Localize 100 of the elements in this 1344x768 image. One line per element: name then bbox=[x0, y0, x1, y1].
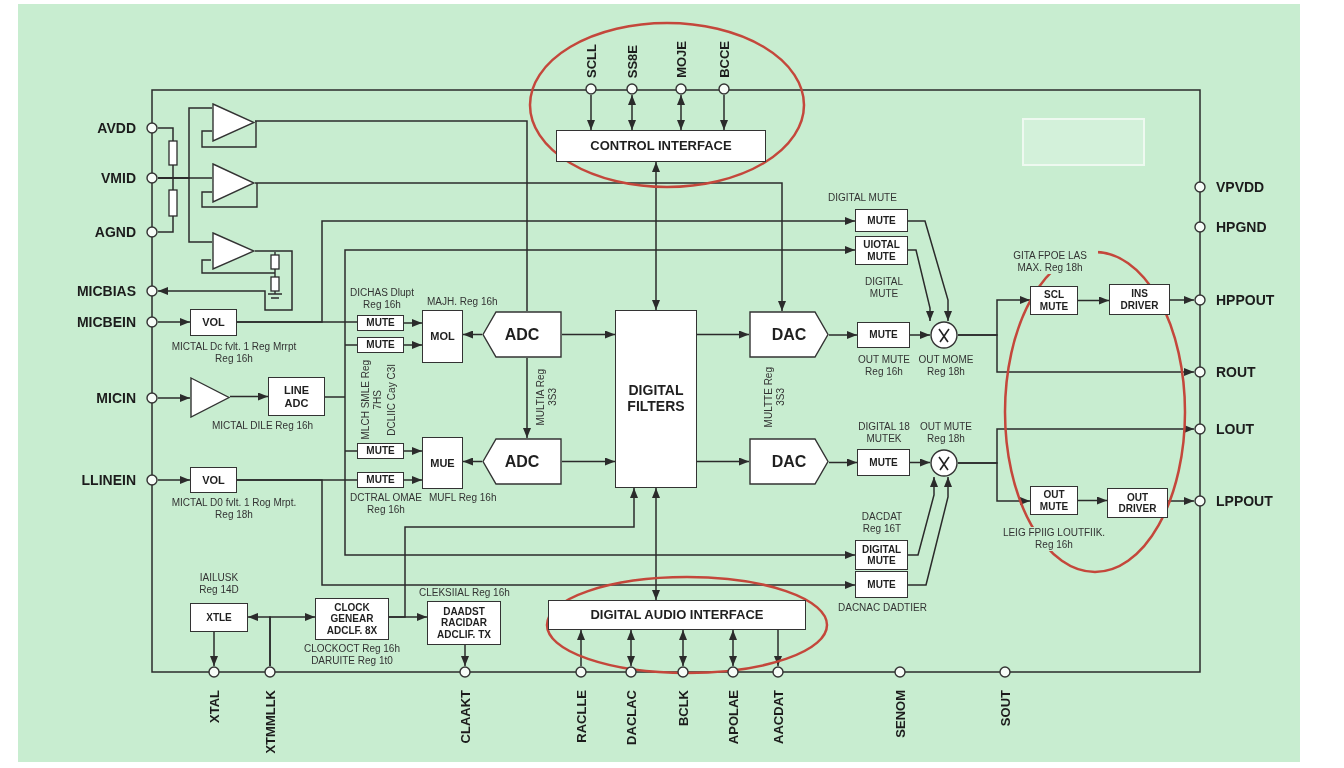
pin-label: BCLK bbox=[675, 690, 691, 727]
block-caption: DIGITAL MUTE bbox=[828, 192, 897, 204]
signal-line bbox=[344, 450, 358, 452]
pin-label: HPPOUT bbox=[1216, 292, 1275, 308]
signal-arrow bbox=[157, 476, 191, 484]
pin-label: AACDAT bbox=[770, 690, 786, 744]
pin-label: SENOM bbox=[892, 690, 908, 738]
signal-arrow bbox=[388, 487, 638, 618]
signal-arrow bbox=[1169, 296, 1195, 304]
signal-arrow bbox=[236, 217, 856, 323]
signal-arrow bbox=[254, 182, 786, 312]
signal-arrow bbox=[1077, 296, 1110, 305]
interface-block: CONTROL INTERFACE bbox=[556, 130, 766, 162]
signal-line bbox=[157, 127, 174, 179]
signal-arrow bbox=[720, 94, 728, 131]
signal-arrow bbox=[269, 613, 316, 667]
pin-label: APOLAE bbox=[725, 690, 741, 745]
signal-arrow bbox=[403, 319, 423, 327]
signal-arrow bbox=[907, 249, 934, 322]
annotation-text: DIGITAL MUTE bbox=[863, 276, 905, 300]
block-label: DAC bbox=[771, 325, 807, 344]
signal-arrow bbox=[696, 330, 750, 339]
bidirectional-arrow bbox=[679, 629, 687, 667]
pin-label: LPPOUT bbox=[1216, 493, 1273, 509]
pin-label: MICBIAS bbox=[76, 283, 136, 299]
clock-block: DAADST RACIDAR ADCLIF. TX bbox=[427, 601, 501, 645]
signal-arrow bbox=[229, 392, 269, 401]
signal-arrow bbox=[909, 458, 931, 467]
block-label: ADC bbox=[504, 452, 540, 471]
signal-arrow bbox=[344, 450, 856, 559]
block-caption: DCTRAL OMAE Reg 16h bbox=[348, 492, 424, 516]
pin-label: HPGND bbox=[1216, 219, 1267, 235]
pin-label: VMID bbox=[101, 170, 136, 186]
signal-line bbox=[254, 120, 528, 312]
pin-label: VPVDD bbox=[1216, 179, 1265, 195]
pin-label: CLAAKT bbox=[457, 690, 473, 744]
pin-label: LLINEIN bbox=[81, 472, 136, 488]
mute-block: MUTE bbox=[857, 449, 910, 476]
signal-arrow bbox=[561, 330, 616, 339]
signal-arrow bbox=[236, 479, 856, 589]
signal-arrow bbox=[909, 331, 931, 339]
signal-arrow bbox=[1077, 496, 1108, 505]
pin-label: MICBEIN bbox=[76, 314, 136, 330]
block-label: DAC bbox=[771, 452, 807, 471]
pin-label: RACLLE bbox=[573, 690, 589, 743]
signal-arrow bbox=[157, 250, 293, 311]
block-caption: MAJH. Reg 16h bbox=[427, 296, 498, 308]
signal-arrow bbox=[344, 246, 856, 346]
signal-arrow bbox=[403, 447, 423, 455]
signal-arrow bbox=[907, 220, 952, 322]
signal-arrow bbox=[157, 318, 191, 326]
pin-label: MICIN bbox=[96, 390, 136, 406]
signal-arrow bbox=[957, 334, 1195, 376]
signal-arrow bbox=[577, 629, 585, 667]
pin-label: AVDD bbox=[97, 120, 136, 136]
signal-arrow bbox=[1167, 497, 1195, 505]
signal-arrow bbox=[957, 462, 1031, 505]
mute-block: UIOTAL MUTE bbox=[855, 236, 908, 265]
pin-label: LOUT bbox=[1216, 421, 1255, 437]
bidirectional-arrow bbox=[677, 94, 685, 131]
signal-arrow bbox=[907, 476, 938, 556]
signal-arrow bbox=[774, 629, 782, 667]
signal-arrow bbox=[462, 330, 483, 339]
signal-arrow bbox=[157, 394, 191, 402]
bidirectional-arrow bbox=[652, 161, 660, 311]
pin-label: AGND bbox=[94, 224, 136, 240]
pin-label: DACLAC bbox=[623, 690, 639, 745]
mute-block: MUTE bbox=[357, 443, 404, 459]
mute-block: MUTE bbox=[857, 322, 910, 348]
pin-label: SOUT bbox=[997, 690, 1013, 727]
mute-block: DIGITAL MUTE bbox=[855, 540, 908, 570]
block-caption: DACNAC DADTIER bbox=[838, 602, 927, 614]
signal-arrow bbox=[561, 457, 616, 466]
pin-label: SCLL bbox=[583, 44, 599, 78]
annotation-text: MLCH SMLE Reg 7HS bbox=[360, 360, 384, 440]
annotation-text: MULTIA Reg 3S3 bbox=[535, 367, 559, 428]
mute-block: MUTE bbox=[357, 472, 404, 488]
signal-arrow bbox=[210, 631, 218, 667]
mute-block: MUTE bbox=[357, 337, 404, 353]
bidirectional-arrow bbox=[729, 629, 737, 667]
mute-block: MUTE bbox=[855, 571, 908, 598]
signal-arrow bbox=[462, 457, 483, 466]
volume-block: VOL bbox=[190, 467, 237, 493]
driver-block: INS DRIVER bbox=[1109, 284, 1170, 315]
volume-block: VOL bbox=[190, 309, 237, 336]
mute-block: MUTE bbox=[357, 315, 404, 331]
signal-arrow bbox=[461, 644, 469, 667]
block-caption: CLEKSIIAL Reg 16h bbox=[419, 587, 510, 599]
signal-arrow bbox=[828, 458, 858, 467]
signal-line bbox=[344, 396, 346, 452]
mixer-block: MUE bbox=[422, 437, 463, 489]
bidirectional-arrow bbox=[627, 629, 635, 667]
block-label: ADC bbox=[504, 325, 540, 344]
signal-arrow bbox=[403, 341, 423, 349]
block-caption: DICHAS Dlupt Reg 16h bbox=[347, 287, 417, 311]
annotation-text: DCLIIC Cay C3I bbox=[386, 363, 398, 438]
pin-label: XTMMLLK bbox=[262, 690, 278, 754]
pin-label: ROUT bbox=[1216, 364, 1256, 380]
filter-block: DIGITAL FILTERS bbox=[615, 310, 697, 488]
block-caption: MUFL Reg 16h bbox=[429, 492, 497, 504]
